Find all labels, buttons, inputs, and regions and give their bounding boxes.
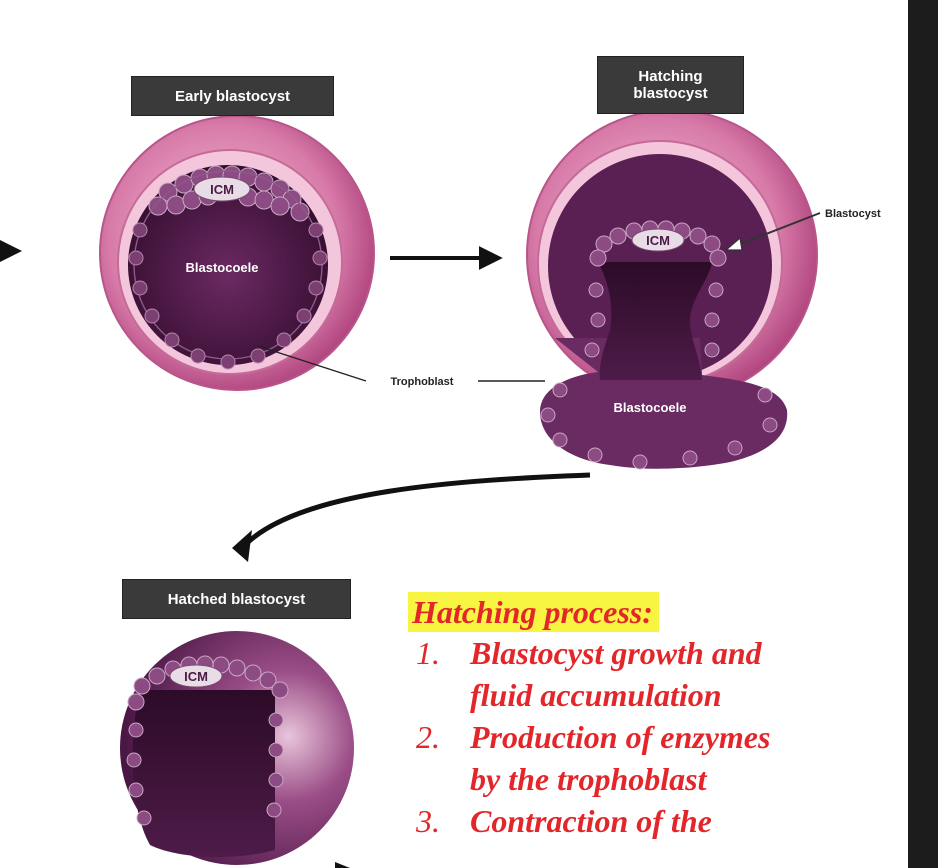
process-step-line: Contraction of the bbox=[470, 803, 712, 839]
process-step-number: 1. bbox=[416, 635, 440, 671]
hatching-label-line2: blastocyst bbox=[633, 85, 708, 102]
hatching-process-list: 1. Blastocyst growth and fluid accumulat… bbox=[408, 632, 908, 842]
process-step: 1. Blastocyst growth and bbox=[408, 632, 908, 674]
hatched-blastocyst bbox=[120, 631, 354, 865]
process-step-line: Blastocyst growth and bbox=[470, 635, 762, 671]
hatching-process-title: Hatching process: bbox=[408, 592, 659, 632]
blastocoele-label-hatching: Blastocoele bbox=[614, 400, 687, 415]
blastocyst-pointer-line bbox=[729, 212, 821, 249]
incoming-arrow bbox=[0, 240, 22, 262]
hatching-blastocyst bbox=[526, 109, 818, 470]
process-title-text: Hatching process bbox=[412, 594, 643, 630]
process-step-line: fluid accumulation bbox=[470, 677, 722, 713]
process-step-continuation: fluid accumulation bbox=[408, 674, 908, 716]
hatching-label-line1: Hatching bbox=[638, 68, 703, 85]
icm-label-hatching: ICM bbox=[646, 233, 670, 248]
process-step-line: by the trophoblast bbox=[470, 761, 707, 797]
process-step-continuation: by the trophoblast bbox=[408, 758, 908, 800]
early-blastocyst bbox=[99, 115, 375, 391]
blastocyst-annotation: Blastocyst bbox=[825, 208, 881, 220]
trophoblast-pointer-left bbox=[257, 345, 367, 382]
hatched-blastocyst-label-text: Hatched blastocyst bbox=[167, 590, 306, 608]
hatching-process-text: Hatching process: 1. Blastocyst growth a… bbox=[408, 592, 908, 842]
trophoblast-annotation: Trophoblast bbox=[391, 376, 454, 388]
arrow-to-hatched bbox=[243, 472, 591, 547]
icm-label-hatched: ICM bbox=[184, 669, 208, 684]
early-blastocyst-label: Early blastocyst bbox=[131, 76, 334, 116]
right-edge-dark-panel bbox=[908, 0, 938, 868]
process-step-line: Production of enzymes bbox=[470, 719, 771, 755]
process-step-number: 3. bbox=[416, 803, 440, 839]
process-title-colon: : bbox=[642, 594, 653, 630]
bottom-arrow-fragment bbox=[335, 862, 350, 868]
early-blastocyst-label-text: Early blastocyst bbox=[174, 87, 291, 105]
process-step-number: 2. bbox=[416, 719, 440, 755]
blastocoele-label-early: Blastocoele bbox=[186, 260, 259, 275]
process-step: 3. Contraction of the bbox=[408, 800, 908, 842]
process-step: 2. Production of enzymes bbox=[408, 716, 908, 758]
hatching-blastocyst-label: Hatching blastocyst bbox=[597, 56, 744, 114]
hatched-blastocyst-label: Hatched blastocyst bbox=[122, 579, 351, 619]
icm-label-early: ICM bbox=[210, 182, 234, 197]
